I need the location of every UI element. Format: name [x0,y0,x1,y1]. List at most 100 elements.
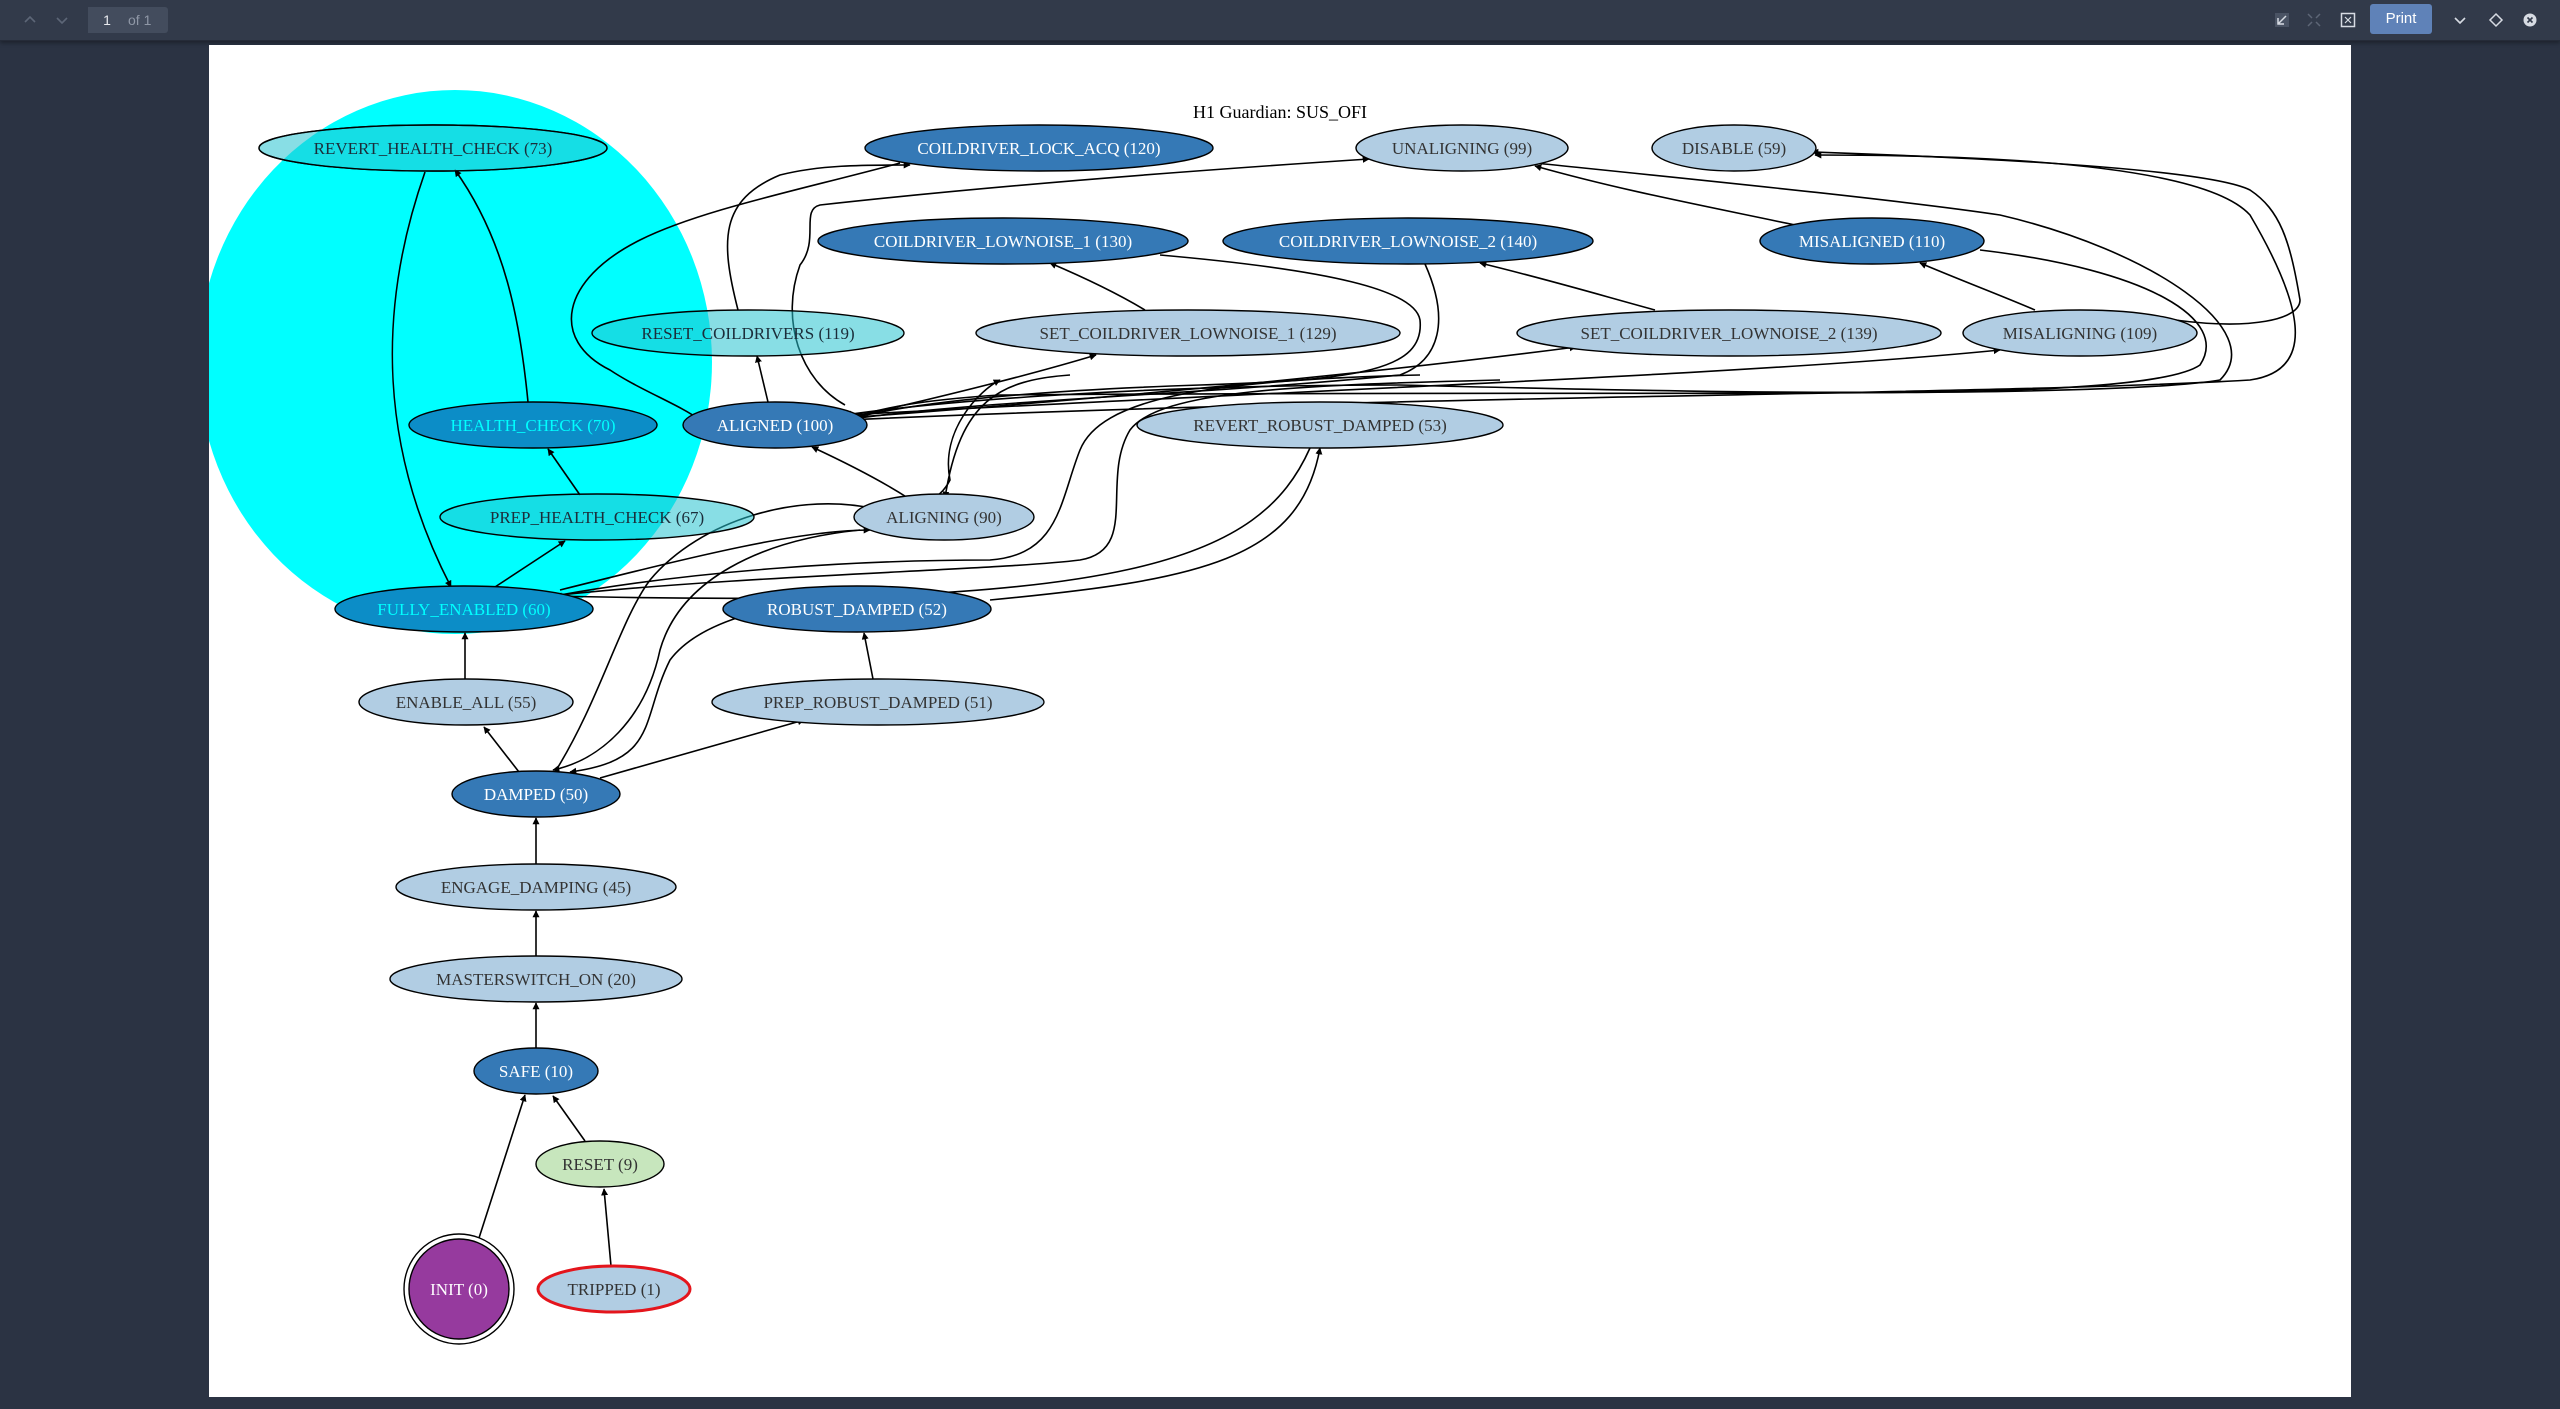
edge-fully-coil-path2 [559,379,1501,596]
viewer-toolbar: of 1 Print [0,0,2560,41]
edge-tripped-reset [601,1188,612,1267]
svg-text:ALIGNED (100): ALIGNED (100) [717,416,834,435]
svg-text:INIT (0): INIT (0) [430,1280,488,1299]
node-health-check[interactable]: HEALTH_CHECK (70) [408,401,658,449]
edge-prep-health-health [547,448,581,496]
svg-text:ROBUST_DAMPED (52): ROBUST_DAMPED (52) [767,600,947,619]
svg-text:ENABLE_ALL (55): ENABLE_ALL (55) [396,693,537,712]
edge-misaligned-unaligning [1534,164,1796,226]
svg-text:TRIPPED (1): TRIPPED (1) [567,1280,660,1299]
chevron-down-icon[interactable] [50,8,74,32]
node-set-coildriver-lownoise-1[interactable]: SET_COILDRIVER_LOWNOISE_1 (129) [975,309,1401,357]
edge-aligned-misaligning [844,347,2001,416]
node-enable-all[interactable]: ENABLE_ALL (55) [358,678,574,726]
more-options-chevron-icon[interactable] [2448,8,2472,32]
edge-damped-aligning [554,379,1001,773]
edge-set-coil2-coil2 [1479,261,1656,311]
svg-text:PREP_ROBUST_DAMPED (51): PREP_ROBUST_DAMPED (51) [763,693,992,712]
svg-text:REVERT_ROBUST_DAMPED (53): REVERT_ROBUST_DAMPED (53) [1193,416,1447,435]
fit-page-icon[interactable] [2302,8,2326,32]
node-damped[interactable]: DAMPED (50) [451,770,621,818]
node-aligned[interactable]: ALIGNED (100) [682,401,868,449]
node-coildriver-lownoise-2[interactable]: COILDRIVER_LOWNOISE_2 (140) [1222,217,1594,265]
node-set-coildriver-lownoise-2[interactable]: SET_COILDRIVER_LOWNOISE_2 (139) [1516,309,1942,357]
node-safe[interactable]: SAFE (10) [473,1047,599,1095]
node-revert-robust-damped[interactable]: REVERT_ROBUST_DAMPED (53) [1136,401,1504,449]
edge-lock-aligned [570,162,901,421]
svg-text:PREP_HEALTH_CHECK (67): PREP_HEALTH_CHECK (67) [490,508,704,527]
svg-text:DAMPED (50): DAMPED (50) [484,785,588,804]
document-page: H1 Guardian: SUS_OFI [209,45,2351,1397]
node-revert-health-check[interactable]: REVERT_HEALTH_CHECK (73) [258,124,608,172]
edge-damped-enable-all [483,726,520,773]
node-aligning[interactable]: ALIGNING (90) [853,493,1035,541]
svg-text:HEALTH_CHECK (70): HEALTH_CHECK (70) [450,416,615,435]
node-unaligning[interactable]: UNALIGNING (99) [1355,124,1569,172]
svg-text:SAFE (10): SAFE (10) [499,1062,573,1081]
edge-misaligning-misaligned [1919,262,2036,311]
svg-text:UNALIGNING (99): UNALIGNING (99) [1392,139,1532,158]
edge-reset-safe [552,1095,586,1142]
fit-width-icon[interactable] [2270,8,2294,32]
svg-text:MISALIGNED (110): MISALIGNED (110) [1799,232,1945,251]
edge-prep-robust-robust [861,632,874,680]
svg-text:REVERT_HEALTH_CHECK (73): REVERT_HEALTH_CHECK (73) [314,139,553,158]
node-prep-health-check[interactable]: PREP_HEALTH_CHECK (67) [439,493,755,541]
edge-set-coil1-coil1 [1049,262,1146,311]
highlight-region [209,90,712,634]
svg-text:MISALIGNING (109): MISALIGNING (109) [2003,324,2157,343]
node-coildriver-lock-acq[interactable]: COILDRIVER_LOCK_ACQ (120) [864,124,1214,172]
svg-text:SET_COILDRIVER_LOWNOISE_1 (129: SET_COILDRIVER_LOWNOISE_1 (129) [1040,324,1337,343]
svg-text:ALIGNING (90): ALIGNING (90) [886,508,1002,527]
svg-text:FULLY_ENABLED (60): FULLY_ENABLED (60) [377,600,550,619]
node-tripped[interactable]: TRIPPED (1) [536,1264,692,1314]
edge-aligned-aligning [942,374,1071,499]
nodes: REVERT_HEALTH_CHECK (73) COILDRIVER_LOCK… [258,124,2198,1345]
node-misaligning[interactable]: MISALIGNING (109) [1962,309,2198,357]
node-reset[interactable]: RESET (9) [535,1140,665,1188]
node-coildriver-lownoise-1[interactable]: COILDRIVER_LOWNOISE_1 (130) [817,217,1189,265]
node-fully-enabled[interactable]: FULLY_ENABLED (60) [334,585,594,633]
diamond-icon[interactable] [2484,8,2508,32]
edge-health-revert-health [454,169,529,403]
page-number-input[interactable] [88,7,126,33]
edge-revert-health-fully [391,171,452,588]
svg-text:DISABLE (59): DISABLE (59) [1682,139,1786,158]
node-masterswitch-on[interactable]: MASTERSWITCH_ON (20) [389,955,683,1003]
node-prep-robust-damped[interactable]: PREP_ROBUST_DAMPED (51) [711,678,1045,726]
edge-fully-prep-health [494,540,566,588]
edge-aligning-damped [552,529,861,773]
svg-text:COILDRIVER_LOWNOISE_2 (140): COILDRIVER_LOWNOISE_2 (140) [1279,232,1537,251]
svg-text:RESET_COILDRIVERS (119): RESET_COILDRIVERS (119) [641,324,854,343]
svg-text:MASTERSWITCH_ON (20): MASTERSWITCH_ON (20) [436,970,636,989]
node-init[interactable]: INIT (0) [403,1233,515,1345]
svg-text:COILDRIVER_LOWNOISE_1 (130): COILDRIVER_LOWNOISE_1 (130) [874,232,1132,251]
edge-fully-aligning [559,526,871,591]
print-button[interactable]: Print [2370,4,2432,34]
edge-robust-revert-robust [989,447,1323,601]
chevron-up-icon[interactable] [18,8,42,32]
svg-text:ENGAGE_DAMPING (45): ENGAGE_DAMPING (45) [441,878,631,897]
node-robust-damped[interactable]: ROBUST_DAMPED (52) [722,585,992,633]
svg-text:COILDRIVER_LOCK_ACQ (120): COILDRIVER_LOCK_ACQ (120) [917,139,1160,158]
state-graph: H1 Guardian: SUS_OFI [209,90,2301,1345]
graph-title: H1 Guardian: SUS_OFI [1193,102,1367,122]
edge-reset-coil-lock [726,161,911,311]
svg-text:SET_COILDRIVER_LOWNOISE_2 (139: SET_COILDRIVER_LOWNOISE_2 (139) [1581,324,1878,343]
svg-text:RESET (9): RESET (9) [562,1155,638,1174]
edge-init-safe [478,1094,527,1239]
node-reset-coildrivers[interactable]: RESET_COILDRIVERS (119) [591,309,905,357]
edges [391,148,2301,1267]
edge-aligned-unaligning [791,155,1370,406]
edge-coil2-aligned [844,263,1440,423]
fullscreen-icon[interactable] [2336,8,2360,32]
edge-unaligning-aligned [844,162,2233,422]
node-engage-damping[interactable]: ENGAGE_DAMPING (45) [395,863,677,911]
edge-damped-prep-robust [599,718,805,779]
node-disable[interactable]: DISABLE (59) [1651,124,1817,172]
edge-aligned-reset-coil [755,355,769,403]
page-indicator: of 1 [88,7,168,33]
edge-aligned-disable [844,151,2297,421]
close-icon[interactable] [2518,8,2542,32]
node-misaligned[interactable]: MISALIGNED (110) [1759,217,1985,265]
